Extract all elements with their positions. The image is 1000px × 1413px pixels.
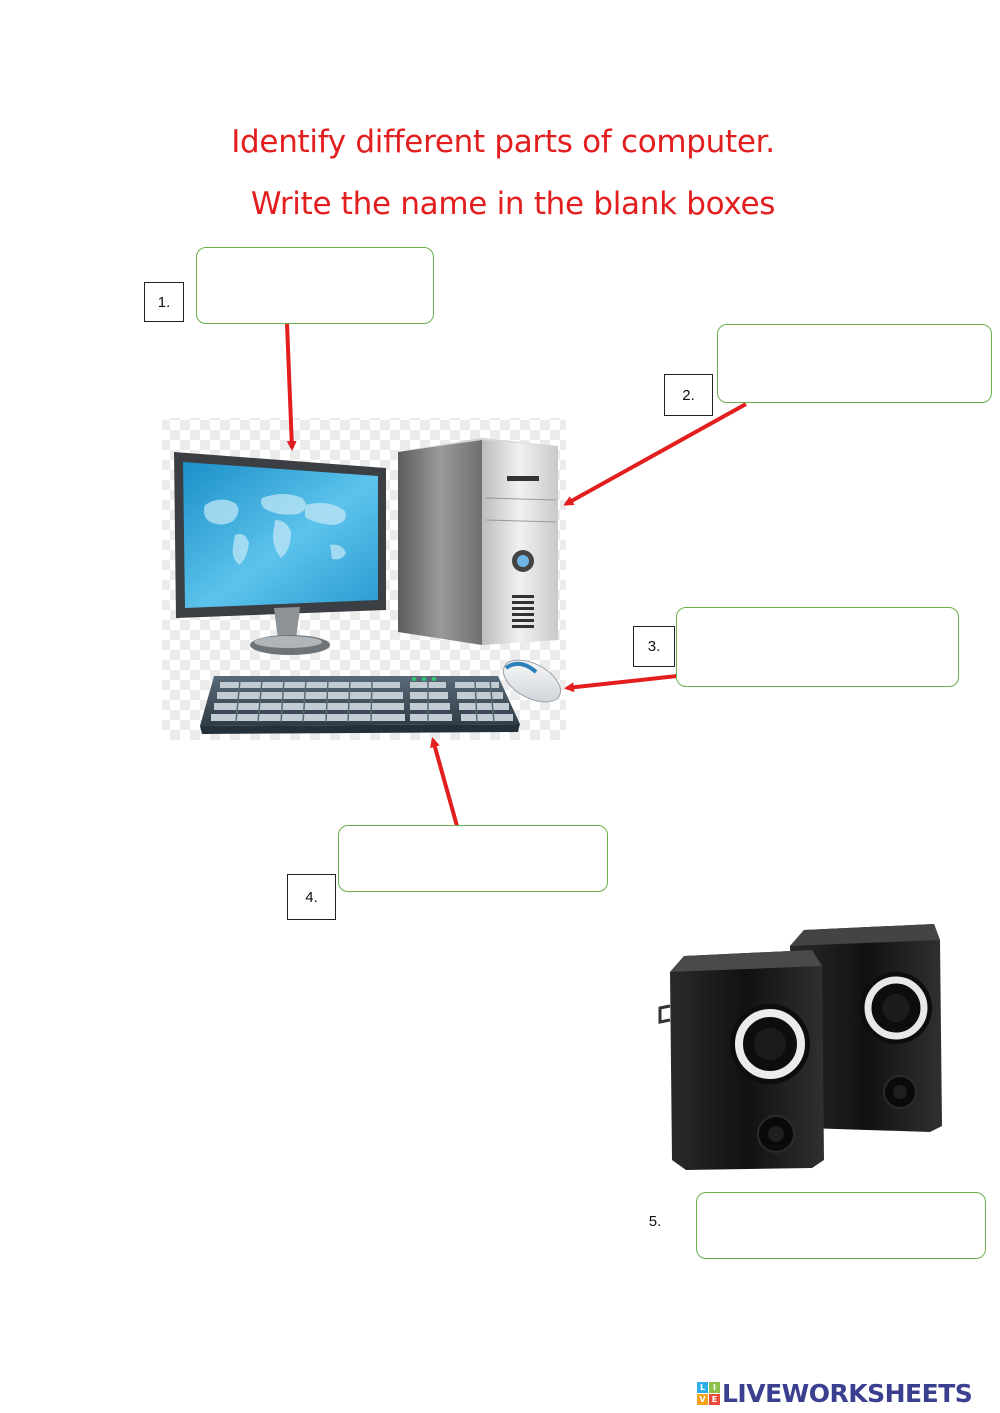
label-number-5: 5. (640, 1208, 670, 1234)
answer-box-4[interactable] (338, 825, 608, 892)
answer-box-1[interactable] (196, 247, 434, 324)
monitor-icon (174, 452, 386, 655)
answer-box-2[interactable] (717, 324, 992, 403)
label-number-1: 1. (144, 282, 184, 322)
cpu-tower-icon (398, 438, 558, 645)
keyboard-icon (200, 676, 520, 734)
brand-text: LIVEWORKSHEETS (722, 1378, 973, 1408)
brand-logo-icon: L I V E (697, 1381, 720, 1405)
answer-box-3[interactable] (676, 607, 959, 687)
speakers-icon (658, 924, 942, 1170)
answer-box-5[interactable] (696, 1192, 986, 1259)
label-number-2: 2. (664, 374, 713, 416)
mouse-icon (502, 659, 562, 703)
label-number-3: 3. (633, 626, 675, 667)
pointer-arrows (285, 323, 747, 827)
liveworksheets-logo: L I V E LIVEWORKSHEETS (697, 1376, 973, 1410)
label-number-4: 4. (287, 874, 336, 920)
worksheet-instruction: Write the name in the blank boxes (250, 186, 776, 222)
worksheet-title: Identify different parts of computer. (231, 124, 775, 160)
